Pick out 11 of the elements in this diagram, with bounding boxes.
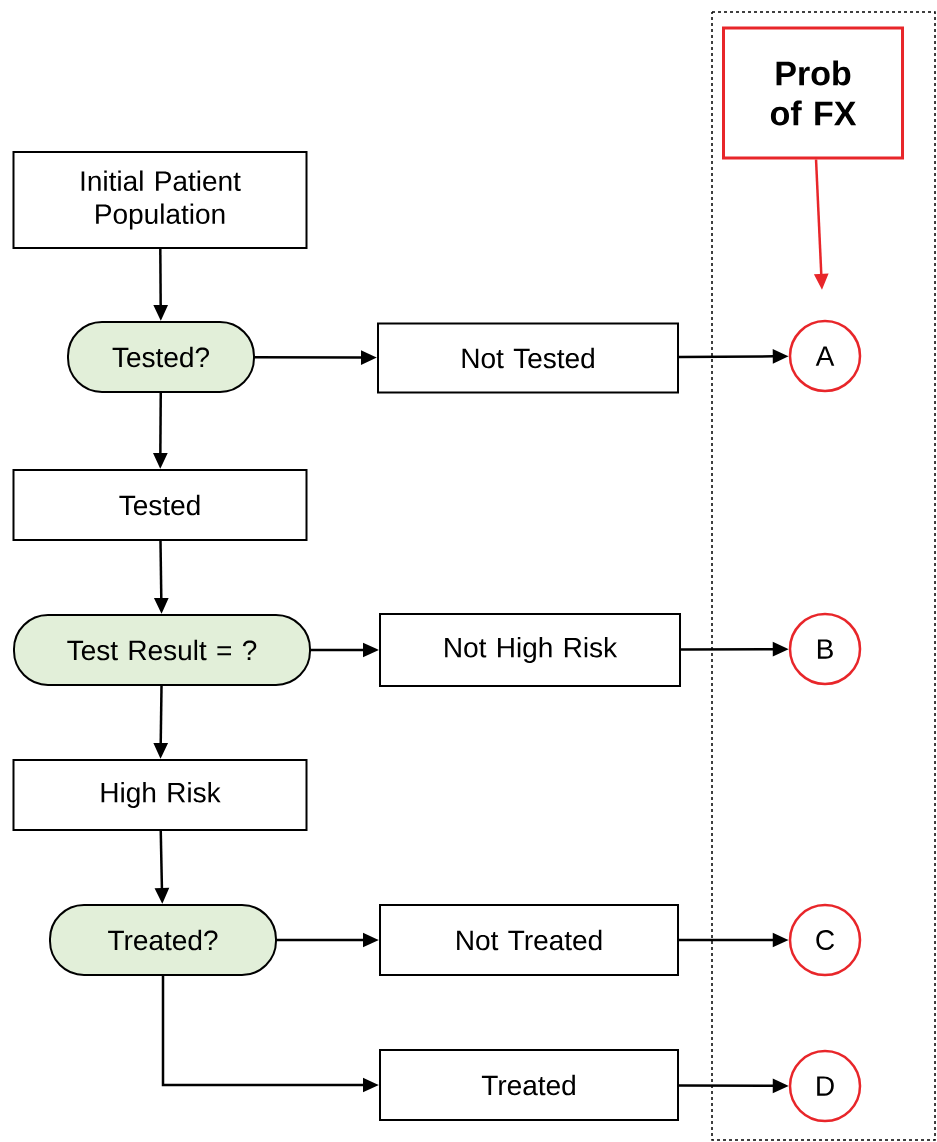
header-box: Prob of FX <box>722 26 904 160</box>
decision-box: Tested? <box>67 321 255 393</box>
process-box: Treated <box>379 1049 679 1121</box>
process-box: Not Tested <box>377 322 679 394</box>
process-box: Tested <box>12 469 308 541</box>
process-box: High Risk <box>12 759 308 831</box>
decision-box: Treated? <box>49 904 277 976</box>
process-box: Not Treated <box>379 904 679 976</box>
process-box: Not High Risk <box>379 613 681 687</box>
decision-box: Test Result = ? <box>13 614 311 686</box>
process-box: Initial Patient Population <box>12 151 308 249</box>
